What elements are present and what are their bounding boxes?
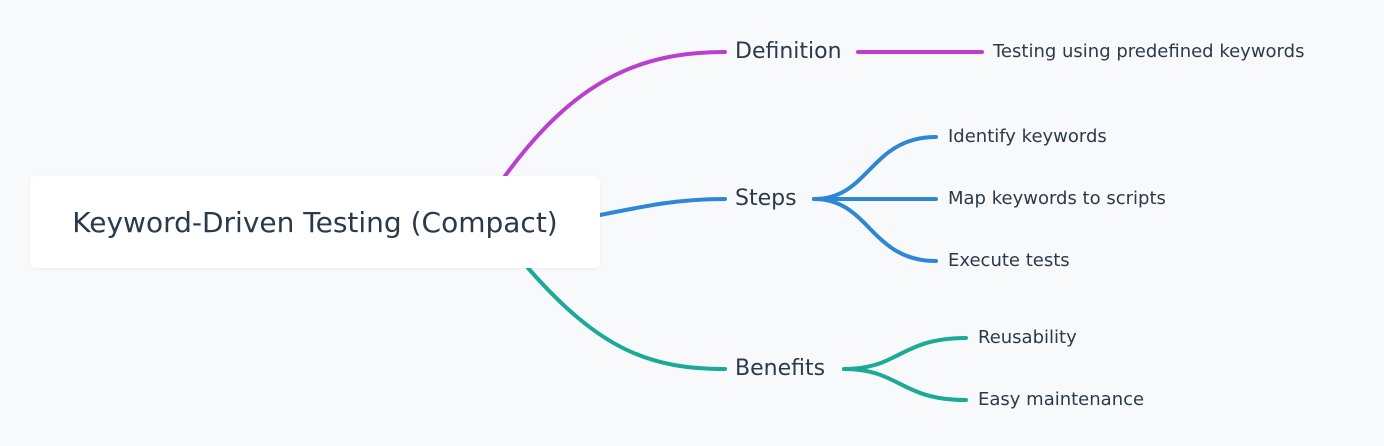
branch-node-definition-label: Definition bbox=[735, 39, 842, 64]
branch-node-benefits[interactable]: Benefits bbox=[735, 358, 825, 380]
leaf-node-label: Identify keywords bbox=[948, 126, 1107, 147]
leaf-node-label: Testing using predefined keywords bbox=[993, 41, 1305, 62]
edge-benefits-reusability bbox=[842, 336, 968, 371]
branch-node-steps[interactable]: Steps bbox=[735, 188, 797, 210]
edge-steps-identify bbox=[812, 135, 938, 201]
leaf-node-execute-tests[interactable]: Execute tests bbox=[948, 252, 1070, 270]
edge-root-benefits bbox=[526, 266, 727, 371]
leaf-node-easy-maintenance[interactable]: Easy maintenance bbox=[978, 391, 1144, 409]
leaf-node-label: Reusability bbox=[978, 327, 1077, 348]
leaf-node-map-keywords[interactable]: Map keywords to scripts bbox=[948, 190, 1166, 208]
root-node[interactable]: Keyword-Driven Testing (Compact) bbox=[30, 176, 600, 268]
leaf-node-identify-keywords[interactable]: Identify keywords bbox=[948, 128, 1107, 146]
edge-benefits-maintenance bbox=[842, 367, 968, 402]
edge-steps-execute bbox=[812, 197, 938, 263]
leaf-node-reusability[interactable]: Reusability bbox=[978, 329, 1077, 347]
leaf-node-label: Easy maintenance bbox=[978, 389, 1145, 410]
leaf-node-label: Map keywords to scripts bbox=[948, 188, 1166, 209]
edge-root-steps bbox=[598, 197, 727, 217]
edge-root-definition bbox=[503, 50, 727, 178]
branch-node-steps-label: Steps bbox=[735, 186, 797, 211]
branch-node-definition[interactable]: Definition bbox=[735, 41, 842, 63]
branch-node-benefits-label: Benefits bbox=[735, 356, 826, 381]
leaf-node-label: Execute tests bbox=[948, 250, 1070, 271]
leaf-node-predefined-keywords[interactable]: Testing using predefined keywords bbox=[993, 43, 1304, 61]
root-node-label: Keyword-Driven Testing (Compact) bbox=[72, 205, 558, 239]
